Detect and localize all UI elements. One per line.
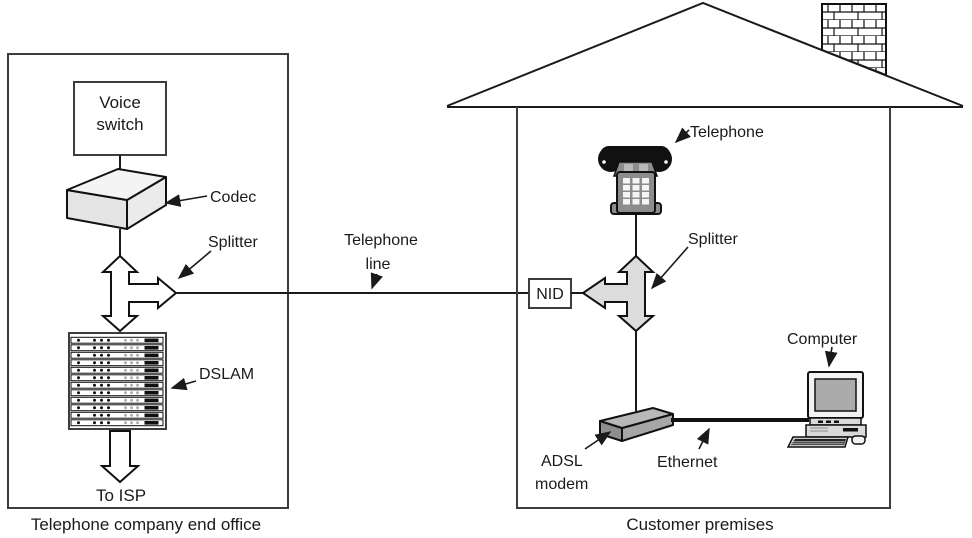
end-office-caption: Telephone company end office (31, 515, 261, 534)
nid-box (528, 278, 572, 309)
computer-callout-arrow (824, 346, 838, 368)
house-roof (446, 1, 964, 107)
voice-switch-node (73, 81, 167, 156)
nid-label: NID (536, 286, 564, 303)
voice-switch-label-line1: Voice (99, 93, 141, 112)
voice-switch-label-line2: switch (96, 115, 143, 134)
adsl-modem-label-line2: modem (535, 476, 588, 493)
splitter-customer-label: Splitter (688, 231, 738, 248)
splitter-office-callout-arrow (177, 250, 212, 280)
chimney (821, 3, 887, 77)
adsl-modem-callout-arrow (584, 431, 612, 450)
telephone-line-label-line1: Telephone (344, 232, 418, 249)
codec-callout-arrow (164, 194, 208, 207)
telephone-callout-arrow (674, 127, 691, 144)
dslam-callout-arrow (170, 377, 197, 391)
splitter-customer-callout-arrow (650, 246, 689, 290)
dslam-icon (68, 332, 167, 430)
adsl-modem-label-line1: ADSL (541, 453, 583, 470)
telephone-line-callout-arrow (370, 272, 383, 290)
telephone-icon (598, 146, 672, 258)
telephone-label: Telephone (690, 124, 764, 141)
computer-label: Computer (787, 331, 858, 348)
computer-icon (786, 371, 867, 448)
house-walls (516, 107, 891, 509)
telephone-line-section: Telephone line (176, 232, 529, 294)
dslam-label: DSLAM (199, 366, 254, 383)
to-isp-arrow (99, 430, 141, 484)
customer-section: NID (446, 1, 964, 534)
ethernet-label: Ethernet (657, 454, 718, 471)
customer-premises-caption: Customer premises (626, 515, 773, 534)
end-office-section: Voice switch To ISP Codec Splitter DSLAM… (7, 53, 289, 534)
ethernet-callout-arrow (696, 427, 710, 450)
to-isp-label: To ISP (96, 486, 146, 505)
telephone-line-label-line2: line (366, 256, 391, 273)
splitter-icon-end-office (100, 254, 178, 333)
splitter-icon-customer (581, 254, 656, 333)
codec-label: Codec (210, 189, 256, 206)
phone-keypad (623, 178, 649, 205)
splitter-office-label: Splitter (208, 234, 258, 251)
adsl-modem-icon (599, 407, 674, 442)
codec-icon (66, 168, 167, 230)
